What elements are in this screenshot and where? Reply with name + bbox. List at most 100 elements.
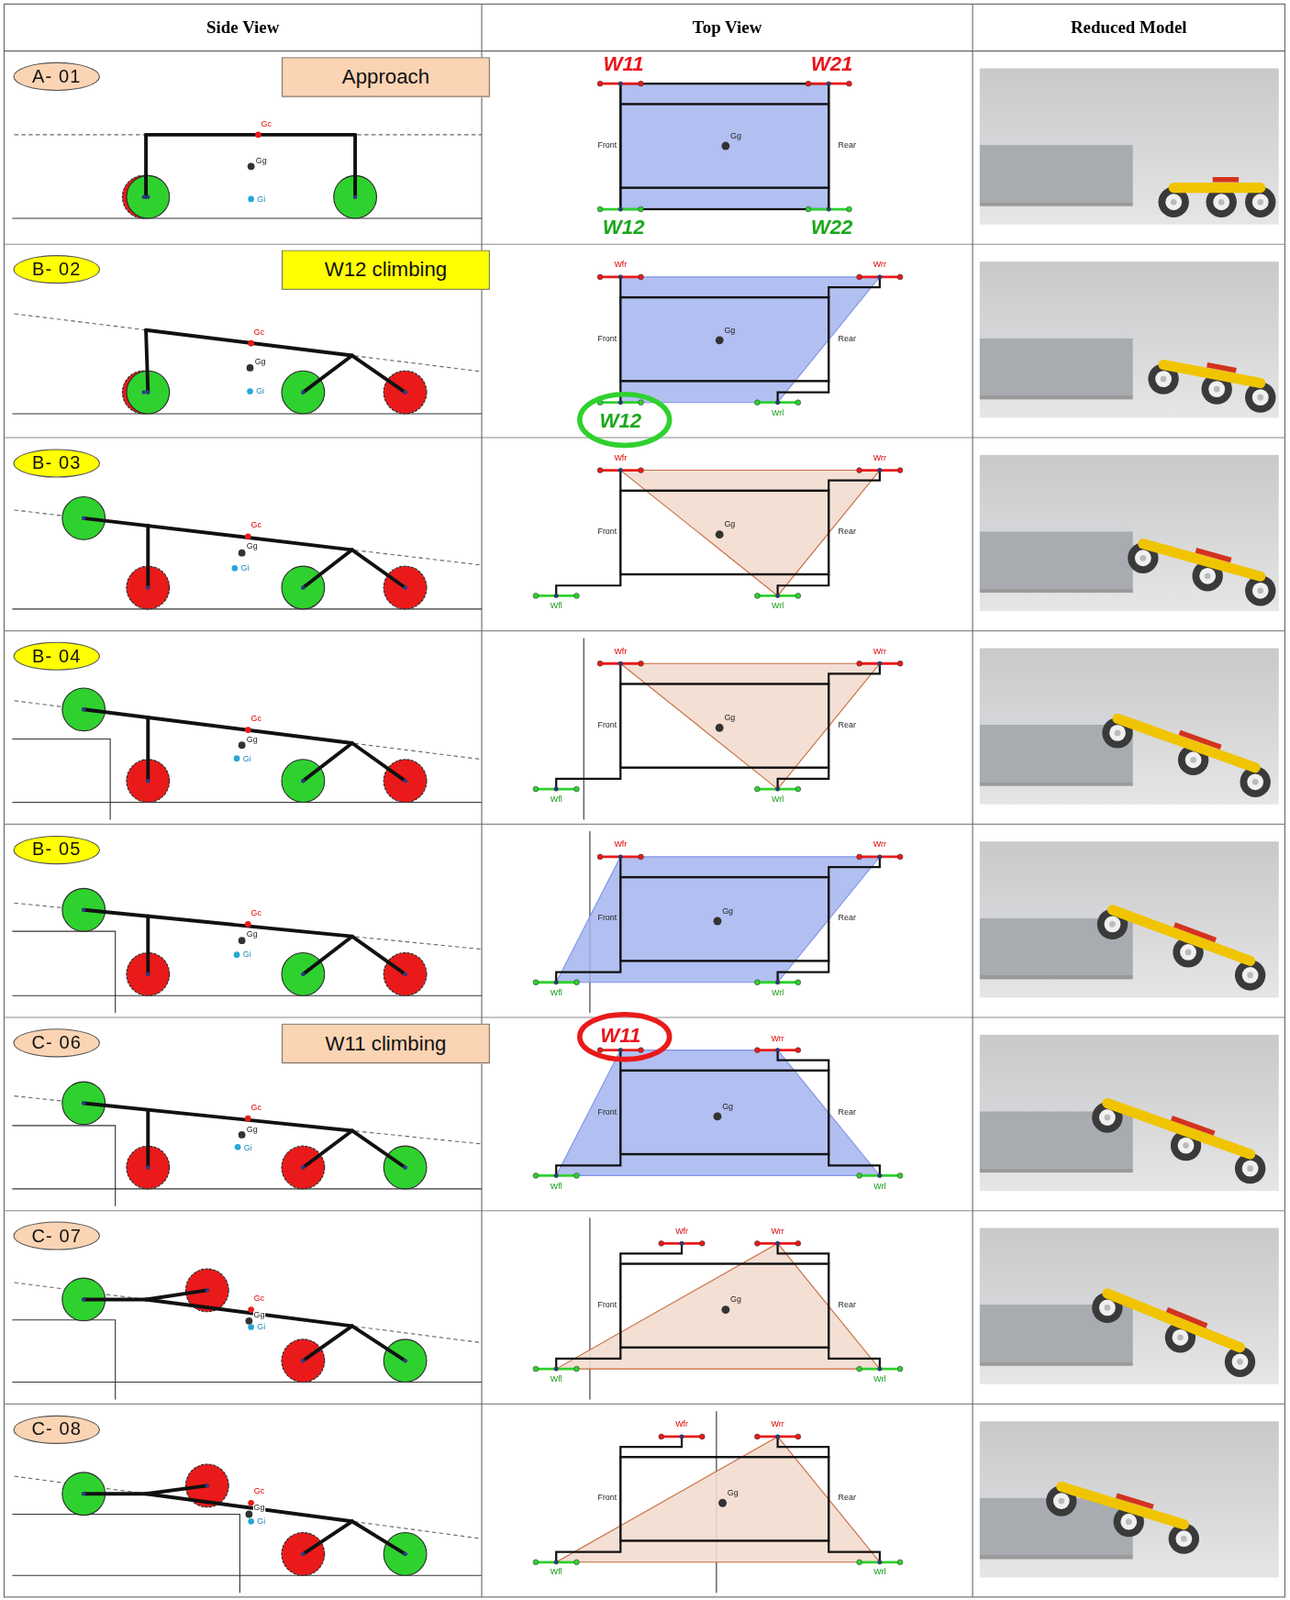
wheel-bar-point [597, 1047, 603, 1054]
wheel-bar-point [658, 1240, 665, 1246]
wheel-axle [300, 389, 305, 394]
model-brick [1212, 177, 1239, 183]
wheel-bar-point [805, 206, 812, 212]
wheel [383, 759, 427, 803]
step-block-front [979, 531, 1134, 589]
step-outline [11, 739, 111, 821]
top-view [533, 637, 903, 820]
wheel-bar [756, 400, 798, 404]
model-chassis [1061, 1486, 1184, 1524]
wheel-bar [535, 1367, 577, 1371]
cog-label: Gg [245, 931, 259, 941]
phase-box: Approach [281, 56, 490, 97]
chassis-link [352, 549, 406, 588]
chassis-link [352, 355, 406, 393]
wheel-label: Wrl [770, 409, 785, 419]
centre-of-gravity-dot [233, 755, 241, 762]
cog-label: Gc [249, 522, 263, 532]
frame-link [619, 188, 622, 210]
model-hub [1175, 1530, 1192, 1547]
model-photo [979, 455, 1279, 612]
frame-link [619, 663, 622, 684]
wheel-bar-point [574, 786, 580, 792]
wheel-bar-point [826, 81, 831, 86]
chassis-link [83, 518, 353, 550]
side-view [11, 688, 482, 820]
step-outline [11, 1320, 115, 1401]
wheel-bar-point [618, 855, 623, 859]
step-id-ellipse: B- 03 [12, 448, 101, 478]
model-brick [1179, 732, 1222, 747]
body-axis [14, 133, 482, 135]
wheel-bar-point [805, 80, 812, 87]
cog-label: Gc [253, 1295, 267, 1305]
node-text: B- 05 [32, 838, 81, 860]
wheel [383, 566, 427, 610]
node-text: C- 06 [31, 1032, 82, 1054]
model-hub [1246, 773, 1264, 790]
centre-of-gravity-dot [238, 549, 246, 557]
wheel-axle [205, 1483, 210, 1488]
cog-label: Gi [255, 1517, 267, 1527]
wheel-bar-point [679, 1434, 684, 1439]
wheel-label: Wrr [769, 1421, 785, 1431]
wheel-bar-point [856, 1366, 863, 1372]
chassis-link [145, 1290, 208, 1300]
model-hub [1109, 724, 1126, 742]
chassis-link [83, 1298, 146, 1302]
model-brick [1174, 924, 1216, 941]
model-photo [979, 841, 1279, 998]
step-edge [583, 637, 585, 820]
model-chassis [1107, 1102, 1251, 1155]
wheel-bar-point [574, 592, 580, 599]
frame-body [620, 297, 829, 381]
wheel-bar-point [618, 207, 623, 212]
wheel [62, 688, 106, 732]
wheel-label: W12 [601, 215, 646, 238]
wheel-axle [205, 1288, 210, 1292]
top-view [533, 831, 903, 1013]
wheel [281, 1339, 325, 1383]
chassis-link [302, 743, 352, 781]
wheel-bar-point [878, 1367, 882, 1371]
wheel-label: Wfr [674, 1421, 690, 1431]
wheel-bar-point [533, 592, 539, 599]
frame-link [619, 856, 622, 878]
wheel-bar-point [775, 1047, 779, 1052]
frame-link [619, 277, 622, 298]
step-block-top [979, 133, 1135, 145]
step-outline [11, 931, 115, 1013]
centre-of-gravity-dot [245, 1317, 254, 1325]
wheel-axle [402, 585, 407, 590]
wheel-bar-point [618, 275, 623, 279]
model-hub-centre [1256, 587, 1264, 594]
wheel-label: Wrl [872, 1375, 887, 1385]
direction-label: Rear [836, 1108, 857, 1118]
wheel-bar-point [574, 1173, 580, 1179]
wheel-axle [145, 1165, 150, 1169]
wheel-bar-point [554, 1367, 558, 1371]
wheel [281, 566, 325, 610]
model-hub [1179, 944, 1197, 961]
direction-label: Front [596, 1494, 618, 1504]
wheel-label: Wrr [872, 261, 888, 271]
frame-link [619, 83, 622, 104]
node-text: B- 04 [32, 645, 81, 668]
model-hub [1172, 1329, 1190, 1346]
wheel-bar-point [533, 1559, 539, 1566]
wheel-bar-point [638, 467, 645, 474]
centre-of-gravity-dot [721, 142, 730, 151]
centre-of-gravity-dot [244, 921, 252, 928]
wheel-bar-point [878, 1173, 882, 1178]
model-hub-centre [1114, 730, 1122, 737]
wheel-bar-point [658, 1434, 665, 1440]
chassis-link [302, 1325, 352, 1361]
wheel-bar-point [754, 1047, 760, 1054]
frame-link [828, 277, 880, 298]
wheel-bar-point [878, 1560, 882, 1565]
wheel-bar-point [795, 1047, 801, 1054]
wheel-axle [81, 1297, 86, 1302]
wheel-bar [600, 275, 641, 279]
wheel-bar-point [638, 1047, 645, 1054]
frame-link [828, 1347, 880, 1369]
